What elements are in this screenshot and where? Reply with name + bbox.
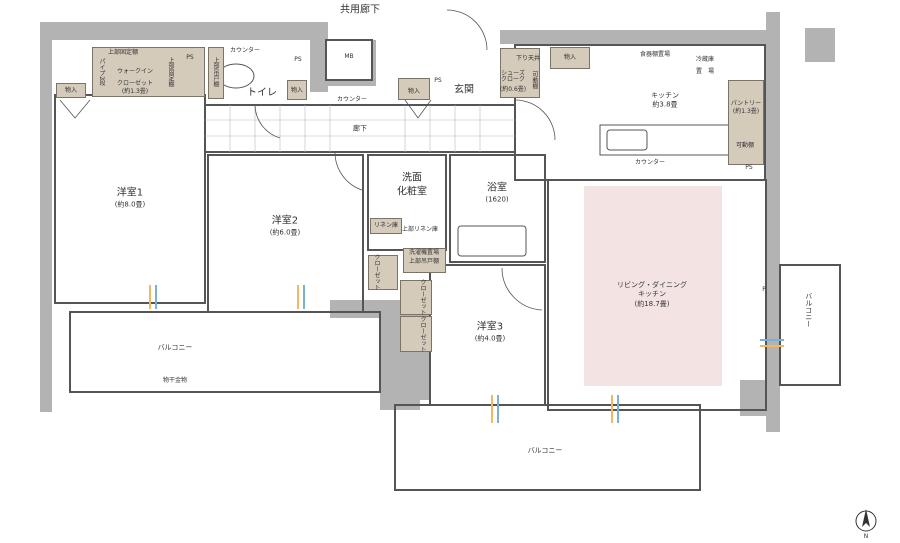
ceiling-label: 下り天井	[515, 54, 541, 62]
room-size: (約18.7畳)	[634, 299, 670, 308]
closet-b-label: クローゼット	[419, 279, 427, 315]
laundry-bar-label: 物干金物	[162, 376, 188, 384]
room-name: 浴室	[487, 182, 507, 194]
storage-3-label: 物入	[407, 87, 421, 95]
fridge-label-2: 置 場	[695, 67, 715, 75]
room-kitchen: キッチン 約3.8畳	[651, 92, 679, 111]
fridge-label: 冷蔵庫	[695, 55, 715, 63]
pantry	[728, 80, 764, 165]
room-ldk: リビング・ダイニング キッチン (約18.7畳)	[617, 281, 687, 309]
pipe-label: パイプ2段	[98, 58, 106, 86]
linen-label: リネン庫	[373, 221, 399, 229]
storage-kitchen	[550, 47, 590, 69]
ps-label-3: PS	[434, 76, 442, 84]
room-name-2: 化粧室	[397, 186, 427, 197]
room-name: リビング・ダイニング	[617, 280, 687, 289]
mb-label: MB	[344, 52, 354, 60]
pantry-shelf-label: 可動棚	[735, 141, 755, 149]
shoes-label: シューズ	[501, 69, 525, 77]
room-size: 約3.8畳	[652, 101, 678, 109]
storage-2	[287, 80, 307, 100]
wic-label: ウォークイン	[116, 67, 154, 75]
room-western1: 洋室1 (約8.0畳)	[115, 187, 146, 210]
closet-c-label: クローゼット	[419, 316, 427, 352]
pantry-size: (約1.3畳)	[732, 107, 760, 115]
movable-shelf-label: 可動棚	[531, 71, 539, 89]
closet-c	[400, 316, 432, 352]
upper-linen-label: 上部リネン庫	[401, 225, 439, 233]
room-name: 洋室3	[476, 321, 504, 333]
room-name: 洋室2	[271, 215, 299, 227]
closet-a-label: クローゼット	[373, 254, 381, 290]
storage-1-label: 物入	[64, 86, 78, 94]
pantry-label: パントリー	[730, 99, 762, 107]
hall-counter-label: カウンター	[336, 95, 368, 103]
linen-closet	[370, 218, 402, 234]
wic-side-shelf-label: 上部固定棚	[167, 57, 175, 87]
storage-2-label: 物入	[290, 86, 304, 94]
room-name: 洋室1	[116, 187, 144, 199]
storage-kitchen-label: 物入	[563, 53, 577, 61]
storage-3	[398, 78, 430, 100]
washer-space	[403, 248, 446, 273]
p-label: P	[762, 285, 766, 293]
room-entrance: 玄関	[454, 84, 474, 96]
room-washroom: 洗面 化粧室	[397, 172, 427, 199]
room-name-2: キッチン	[638, 290, 666, 299]
room-size: (約4.0畳)	[474, 334, 506, 343]
room-bath: 浴室 (1620)	[485, 182, 508, 205]
shoes-size: (約0.6畳)	[499, 85, 527, 93]
room-toilet: トイレ	[247, 87, 277, 99]
ps-label-4: PS	[745, 163, 753, 171]
ps-label-2: PS	[294, 55, 302, 63]
room-western3: 洋室3 (約4.0畳)	[475, 321, 506, 344]
food-storage-label: 食器棚置場	[639, 50, 671, 58]
room-hallway: 廊下	[353, 124, 367, 133]
wic-label-2: クローゼット	[116, 79, 154, 87]
storage-1	[56, 83, 86, 98]
balcony-left: バルコニー	[157, 343, 193, 352]
room-western2: 洋室2 (約6.0畳)	[270, 215, 301, 238]
washer-label: 洗濯機置場	[408, 248, 440, 256]
north-compass-icon: N	[863, 532, 869, 540]
room-name: 洗面	[402, 172, 422, 184]
closet-b	[400, 280, 432, 315]
balcony-bottom: バルコニー	[527, 446, 563, 455]
wic-size: (約1.3畳)	[121, 87, 149, 95]
shoes-label-2: クローク	[500, 75, 526, 83]
room-size: (1620)	[485, 195, 509, 204]
toilet-cabinet	[208, 47, 224, 99]
washer-upper-label: 上部吊戸棚	[408, 257, 440, 265]
walk-in-closet	[92, 47, 205, 97]
ldk-area	[584, 186, 722, 386]
room-size: (約8.0畳)	[114, 200, 146, 209]
toilet-cabinet-label: 上部吊戸棚	[212, 57, 220, 87]
room-name: キッチン	[651, 91, 679, 100]
common-corridor-label: 共用廊下	[340, 4, 380, 16]
room-size: (約6.0畳)	[269, 228, 301, 237]
kitchen-counter-label: カウンター	[634, 158, 666, 166]
closet-a	[368, 255, 398, 290]
ps-label-1: PS	[186, 53, 194, 61]
toilet-counter-label: カウンター	[229, 46, 261, 54]
balcony-right: バルコニー	[804, 292, 813, 328]
shoes-closet	[500, 48, 540, 98]
wic-top-shelf-label: 上部固定棚	[107, 48, 139, 56]
